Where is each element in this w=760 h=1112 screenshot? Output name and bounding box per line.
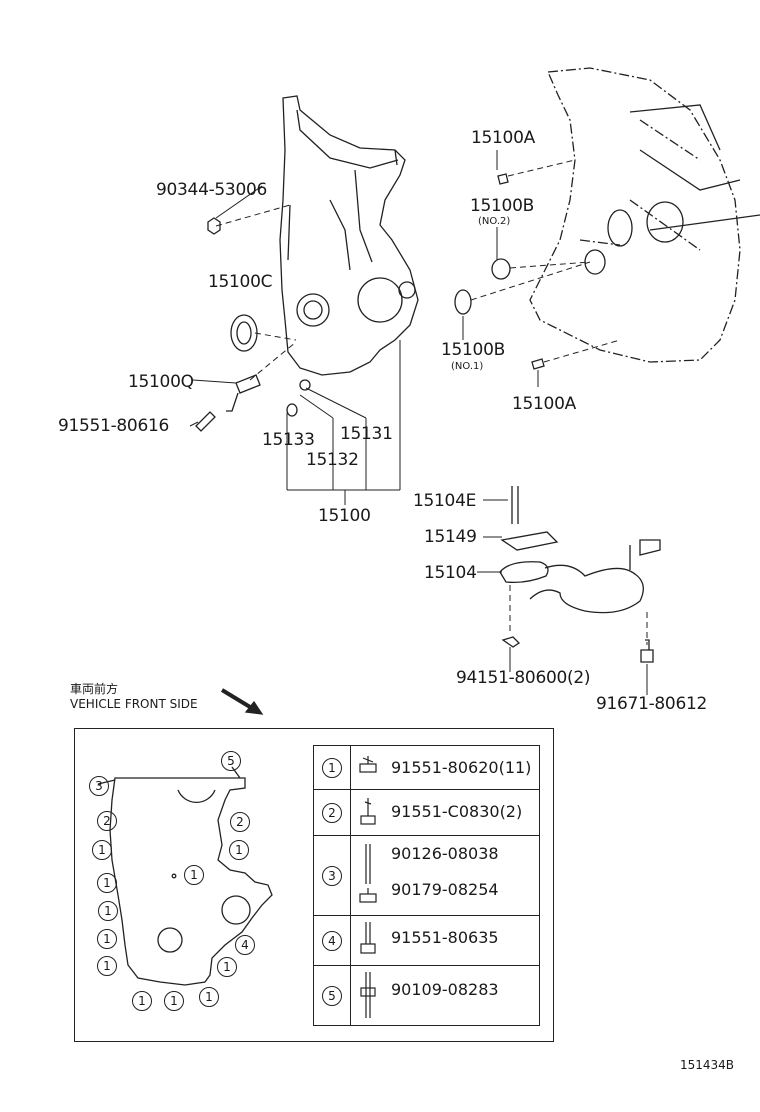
cover-callout: 1	[97, 873, 117, 893]
label-91671-80612: 91671-80612	[596, 694, 707, 714]
legend-part-number: 91551-C0830(2)	[391, 802, 523, 821]
legend-row: 4 91551-80635	[313, 915, 540, 966]
stud-and-nut-icon	[359, 844, 377, 903]
cover-callout: 3	[89, 776, 109, 796]
legend-row: 2 91551-C0830(2)	[313, 789, 540, 836]
legend-row: 3 90126-08038 90179-08254	[313, 835, 540, 916]
cover-callout: 1	[97, 956, 117, 976]
label-15100a-bottom: 15100A	[512, 394, 576, 414]
direction-label-jp: 車両前方	[70, 682, 119, 696]
cover-callout: 1	[98, 901, 118, 921]
flange-bolt-icon	[360, 922, 376, 954]
cover-callout: 1	[229, 840, 249, 860]
legend-number: 4	[322, 931, 342, 951]
label-15104: 15104	[424, 563, 477, 583]
label-15100b-top: 15100B	[470, 196, 534, 216]
bolt-91551-80616-illustration	[195, 411, 216, 432]
bolt-legend-table: 1 91551-80620(11) 2 91551-C0830(2) 3 901…	[313, 745, 540, 1026]
legend-part-number: 90109-08283	[391, 980, 499, 999]
cover-callout: 1	[164, 991, 184, 1011]
o-ring-no2-illustration	[491, 258, 511, 280]
label-94151-80600: 94151-80600(2)	[456, 668, 591, 688]
pin-15100a-bottom-illustration	[531, 358, 545, 370]
cover-callout: 1	[184, 865, 204, 885]
timing-cover-illustration	[279, 95, 419, 376]
legend-part-number: 91551-80620(11)	[391, 758, 532, 777]
relief-valve-parts-illustration	[286, 403, 298, 417]
diagram-code: 151434B	[679, 1058, 734, 1072]
direction-label-en: VEHICLE FRONT SIDE	[70, 697, 198, 711]
oil-seal-illustration	[230, 314, 258, 352]
label-15131: 15131	[340, 424, 393, 444]
label-15104e: 15104E	[413, 491, 477, 511]
bolt-legend-panel	[74, 728, 554, 1042]
cover-callout: 5	[221, 751, 241, 771]
legend-number: 3	[322, 866, 342, 886]
label-15133: 15133	[262, 430, 315, 450]
label-15100b-top-sub: (NO.2)	[478, 216, 511, 227]
label-15100b-bottom: 15100B	[441, 340, 505, 360]
cover-callout: 1	[132, 991, 152, 1011]
legend-part-number: 90126-08038	[391, 844, 499, 863]
bolt-91671-illustration	[640, 639, 654, 663]
label-90344-53006: 90344-53006	[156, 180, 267, 200]
cover-callout: 2	[97, 811, 117, 831]
legend-row: 5 90109-08283	[313, 965, 540, 1026]
cover-callout: 1	[92, 840, 112, 860]
gasket-15149-illustration	[500, 531, 559, 551]
label-15100b-bottom-sub: (NO.1)	[451, 361, 484, 372]
cover-bolt-map-illustration	[97, 766, 273, 986]
label-15132: 15132	[306, 450, 359, 470]
flange-bolt-icon	[360, 798, 376, 825]
label-15100a-top: 15100A	[471, 128, 535, 148]
cover-callout: 1	[199, 987, 219, 1007]
front-arrow-icon	[244, 700, 264, 715]
cover-callout: 1	[97, 929, 117, 949]
legend-part-number: 91551-80635	[391, 928, 499, 947]
engine-block-details	[584, 104, 760, 275]
label-15100q: 15100Q	[128, 372, 194, 392]
legend-number: 2	[322, 803, 342, 823]
legend-row: 1 91551-80620(11)	[313, 745, 540, 790]
label-15149: 15149	[424, 527, 477, 547]
oil-strainer-illustration	[499, 486, 661, 614]
flange-bolt-icon	[359, 756, 377, 773]
o-ring-no1-illustration	[454, 289, 472, 315]
label-15100c: 15100C	[208, 272, 273, 292]
legend-number: 5	[322, 986, 342, 1006]
sensor-15100q-illustration	[226, 374, 261, 412]
legend-number: 1	[322, 758, 342, 778]
label-91551-80616: 91551-80616	[58, 416, 169, 436]
cover-callout: 2	[230, 812, 250, 832]
label-15100: 15100	[318, 506, 371, 526]
stud-bolt-icon	[360, 972, 376, 1018]
legend-part-number: 90179-08254	[391, 880, 499, 899]
engine-block-outline	[529, 67, 741, 363]
pin-15100a-top-illustration	[497, 173, 509, 185]
bolt-94151-illustration	[501, 636, 521, 648]
cover-callout: 4	[235, 935, 255, 955]
plug-90344-illustration	[207, 217, 221, 235]
cover-callout: 1	[217, 957, 237, 977]
